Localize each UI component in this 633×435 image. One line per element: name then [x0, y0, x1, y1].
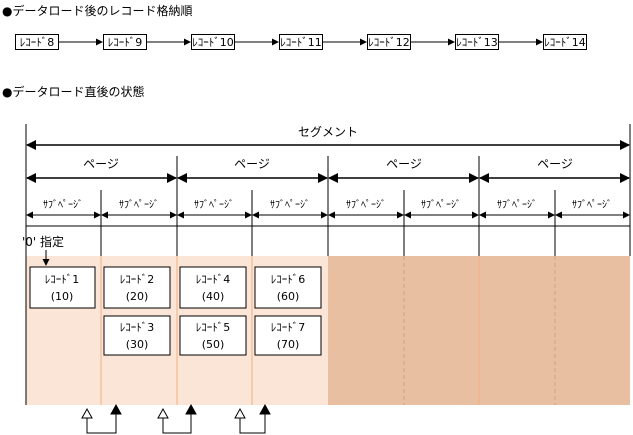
record-boxes: [29, 266, 322, 356]
page-label-2: ページ: [234, 157, 270, 171]
record-3-value: (30): [126, 338, 149, 351]
subpage-label-7: ｻﾌﾞﾍﾟｰｼﾞ: [497, 199, 537, 211]
subpage-label-3: ｻﾌﾞﾍﾟｰｼﾞ: [194, 199, 234, 211]
chain-record-9: ﾚｺｰﾄﾞ9: [103, 34, 147, 50]
record-7-value: (70): [277, 338, 300, 351]
record-5-value: (50): [202, 338, 225, 351]
record-4-name: ﾚｺｰﾄﾞ4: [196, 273, 231, 286]
fill-dividers: [100, 256, 556, 405]
subpage-label-2: ｻﾌﾞﾍﾟｰｼﾞ: [119, 199, 159, 211]
subpage-label-6: ｻﾌﾞﾍﾟｰｼﾞ: [421, 199, 461, 211]
chain-record-11: ﾚｺｰﾄﾞ11: [279, 34, 323, 50]
chain-record-13: ﾚｺｰﾄﾞ13: [455, 34, 499, 50]
record-5-name: ﾚｺｰﾄﾞ5: [196, 321, 231, 334]
page-label-3: ページ: [386, 157, 422, 171]
record-2-name: ﾚｺｰﾄﾞ2: [120, 273, 155, 286]
page-label-1: ページ: [83, 157, 119, 171]
subpage-label-1: ｻﾌﾞﾍﾟｰｼﾞ: [43, 199, 83, 211]
page-label-4: ページ: [537, 157, 573, 171]
record-3-name: ﾚｺｰﾄﾞ3: [120, 321, 155, 334]
subpage-label-8: ｻﾌﾞﾍﾟｰｼﾞ: [572, 199, 612, 211]
connector-arrows: [81, 403, 271, 434]
subpage-label-5: ｻﾌﾞﾍﾟｰｼﾞ: [346, 199, 386, 211]
zero-spec-label: '0' 指定: [22, 234, 64, 249]
chain-record-12: ﾚｺｰﾄﾞ12: [367, 34, 411, 50]
record-7-name: ﾚｺｰﾄﾞ7: [271, 321, 306, 334]
segment-label: セグメント: [298, 125, 358, 139]
subpage-label-4: ｻﾌﾞﾍﾟｰｼﾞ: [270, 199, 310, 211]
structure-lines: [25, 124, 631, 405]
record-6-value: (60): [277, 290, 300, 303]
record-4-value: (40): [202, 290, 225, 303]
section-title-after-load: ●データロード直後の状態: [2, 85, 145, 99]
chain-record-10: ﾚｺｰﾄﾞ10: [191, 34, 235, 50]
section-title-storage-order: ●データロード後のレコード格納順: [2, 4, 193, 18]
record-6-name: ﾚｺｰﾄﾞ6: [271, 273, 306, 286]
record-1-name: ﾚｺｰﾄﾞ1: [45, 273, 80, 286]
chain-record-8: ﾚｺｰﾄﾞ8: [15, 34, 59, 50]
record-1-value: (10): [51, 290, 74, 303]
chain-record-14: ﾚｺｰﾄﾞ14: [543, 34, 587, 50]
record-2-value: (20): [126, 290, 149, 303]
